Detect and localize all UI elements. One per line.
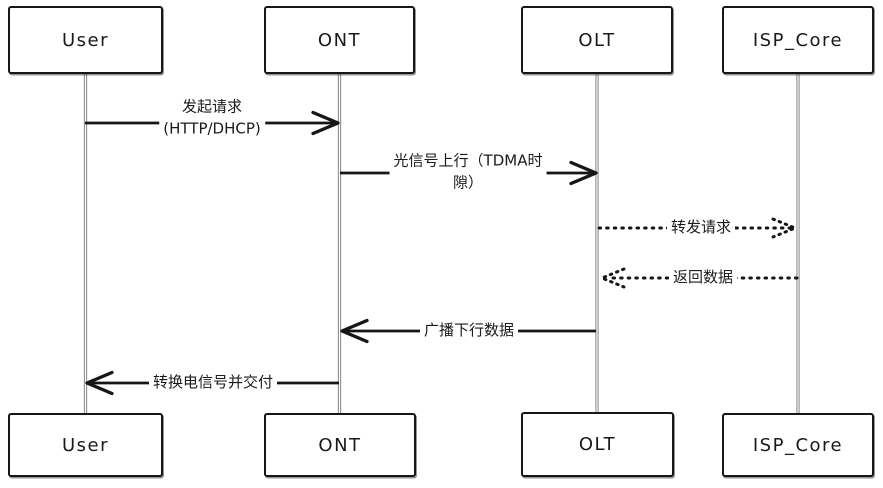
actor-box-ont-bottom: ONT [264,413,416,477]
actor-label: User [61,29,110,51]
arrowhead-left-dotted-icon [600,267,626,289]
arrowhead-left-icon [340,318,369,344]
lifeline-olt [595,72,599,414]
actor-box-user-bottom: User [8,413,163,477]
actor-label: ONT [317,29,362,51]
actor-label: ISP_Core [752,29,844,51]
message-label-5: 广播下行数据 [419,320,519,342]
message-label-3: 转发请求 [666,217,736,239]
actor-box-ont-top: ONT [264,6,415,74]
actor-box-olt-top: OLT [521,6,673,74]
actor-box-olt-bottom: OLT [521,412,674,477]
message-label-1: 发起请求 (HTTP/DHCP) [159,96,265,140]
arrowhead-left-icon [85,370,114,396]
arrowhead-right-icon [569,160,598,186]
actor-label: User [61,434,110,456]
actor-box-isp-core-top: ISP_Core [722,6,874,74]
actor-label: OLT [578,29,616,51]
message-label-2: 光信号上行（TDMA时 隙） [389,150,547,194]
actor-label: ISP_Core [752,434,844,456]
actor-box-isp-core-bottom: ISP_Core [722,413,874,477]
message-label-6: 转换电信号并交付 [148,372,278,394]
arrowhead-right-icon [311,110,340,136]
lifeline-ont [337,72,342,415]
message-label-4: 返回数据 [668,267,738,289]
lifeline-isp-core [796,72,800,415]
lifeline-user [83,72,88,415]
actor-label: ONT [318,434,362,456]
actor-label: OLT [578,434,617,455]
arrowhead-right-dotted-icon [771,217,797,239]
actor-box-user-top: User [8,6,163,74]
